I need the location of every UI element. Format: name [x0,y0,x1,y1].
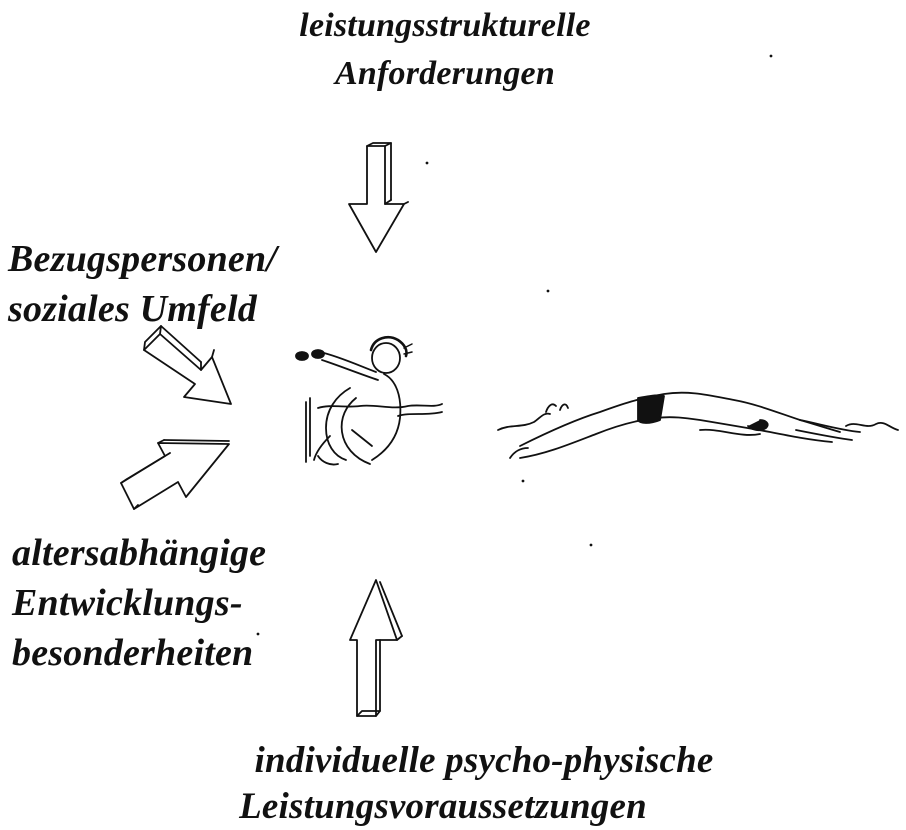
bottom-label-line-1: individuelle psycho-physische [62,738,906,784]
left-top-label: Bezugspersonen/ soziales Umfeld [8,234,277,334]
arrow-down-right-icon [144,326,231,404]
bottom-label: individuelle psycho-physische Leistungsv… [0,738,906,830]
bottom-label-line-2: Leistungsvoraussetzungen [0,784,906,830]
arrow-down-icon [349,143,408,252]
gliding-swimmer-icon [498,393,898,458]
scan-specks [257,55,772,770]
top-label-line-2: Anforderungen [0,50,890,98]
arrow-up-right-icon [121,440,229,509]
left-top-label-line-1: Bezugspersonen/ [8,234,277,284]
arrow-up-icon [350,580,402,716]
left-bottom-label: altersabhängige Entwicklungs- besonderhe… [12,528,266,678]
left-bottom-label-line-2: Entwicklungs- [12,578,266,628]
left-bottom-label-line-1: altersabhängige [12,528,266,578]
top-label: leistungsstrukturelle Anforderungen [0,2,890,98]
top-label-line-1: leistungsstrukturelle [0,2,890,50]
left-top-label-line-2: soziales Umfeld [8,284,277,334]
tumble-turn-swimmer-icon [296,337,442,464]
left-bottom-label-line-3: besonderheiten [12,628,266,678]
